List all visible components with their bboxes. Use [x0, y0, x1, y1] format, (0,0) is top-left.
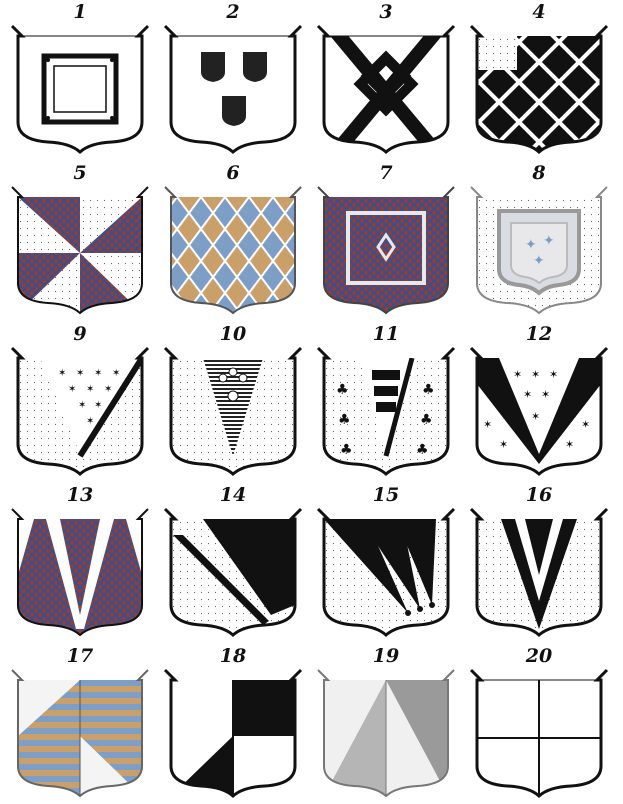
- shield-cell-1: 1: [5, 2, 155, 160]
- shield-pile-lions-icon: ♣ ♣ ♣ ♣ ♣ ♣: [316, 344, 456, 478]
- shield-cell-4: 4: [464, 2, 614, 160]
- shield-number: 19: [311, 646, 461, 666]
- shield-cell-2: 2: [158, 2, 308, 160]
- shield-pile-icon: [163, 344, 303, 478]
- shield-cell-19: 19: [311, 646, 461, 804]
- shield-cell-9: 9 ✶✶✶✶ ✶✶✶ ✶✶ ✶: [5, 324, 155, 482]
- svg-text:✶: ✶: [76, 368, 84, 379]
- svg-text:✶: ✶: [94, 400, 102, 411]
- svg-text:✶: ✶: [78, 400, 86, 411]
- shield-fret-icon: [316, 22, 456, 156]
- svg-text:✶: ✶: [499, 438, 508, 451]
- shield-cell-5: 5: [5, 163, 155, 321]
- svg-text:✶: ✶: [94, 368, 102, 379]
- svg-text:✶: ✶: [565, 438, 574, 451]
- svg-text:♣: ♣: [420, 412, 433, 428]
- shield-pile-voided-icon: [469, 505, 609, 639]
- shield-cell-18: 18: [158, 646, 308, 804]
- shield-cell-7: 7: [311, 163, 461, 321]
- shield-chevronel-icon: [10, 505, 150, 639]
- svg-text:✶: ✶: [68, 384, 76, 395]
- svg-text:✶: ✶: [86, 416, 94, 427]
- shield-orle-lozenge-icon: [316, 183, 456, 317]
- shield-fretty-canton-icon: [469, 22, 609, 156]
- svg-text:✦: ✦: [533, 253, 545, 269]
- shield-number: 8: [464, 163, 614, 183]
- shield-number: 18: [158, 646, 308, 666]
- svg-text:✶: ✶: [581, 418, 590, 431]
- shield-number: 12: [464, 324, 614, 344]
- shield-cell-12: 12 ✶✶✶ ✶✶ ✶ ✶✶✶✶: [464, 324, 614, 482]
- svg-text:♣: ♣: [336, 382, 349, 398]
- shield-number: 13: [5, 485, 155, 505]
- shield-number: 5: [5, 163, 155, 183]
- shield-gyronny-icon: [10, 183, 150, 317]
- shield-cell-16: 16: [464, 485, 614, 643]
- svg-text:✶: ✶: [86, 384, 94, 395]
- shield-number: 16: [464, 485, 614, 505]
- shield-orle-icon: [10, 22, 150, 156]
- shield-cell-17: 17: [5, 646, 155, 804]
- svg-text:♣: ♣: [416, 442, 429, 458]
- shield-cell-15: 15: [311, 485, 461, 643]
- shield-quarterly-icon: [469, 666, 609, 800]
- svg-text:✶: ✶: [483, 418, 492, 431]
- shield-bend-sinister-icon: [163, 505, 303, 639]
- shield-three-escutcheons-icon: [163, 22, 303, 156]
- shield-gyron-ermine-icon: ✶✶✶✶ ✶✶✶ ✶✶ ✶: [10, 344, 150, 478]
- shield-stars-escutcheon-icon: ✦ ✦ ✦: [469, 183, 609, 317]
- svg-text:✶: ✶: [523, 388, 532, 401]
- shield-cell-8: 8 ✦ ✦ ✦: [464, 163, 614, 321]
- svg-text:✶: ✶: [549, 368, 558, 381]
- svg-text:✶: ✶: [531, 410, 540, 423]
- shield-number: 20: [464, 646, 614, 666]
- shield-cell-13: 13: [5, 485, 155, 643]
- shield-number: 4: [464, 2, 614, 22]
- svg-text:✶: ✶: [531, 368, 540, 381]
- shield-number: 6: [158, 163, 308, 183]
- shield-cell-14: 14: [158, 485, 308, 643]
- shield-number: 15: [311, 485, 461, 505]
- svg-text:✦: ✦: [543, 233, 555, 249]
- shield-lozengy-icon: [163, 183, 303, 317]
- shield-number: 10: [158, 324, 308, 344]
- shield-number: 9: [5, 324, 155, 344]
- shield-number: 11: [311, 324, 461, 344]
- shield-number: 7: [311, 163, 461, 183]
- svg-text:♣: ♣: [340, 442, 353, 458]
- shield-cell-10: 10: [158, 324, 308, 482]
- shield-number: 14: [158, 485, 308, 505]
- svg-text:♣: ♣: [338, 412, 351, 428]
- svg-text:✶: ✶: [541, 388, 550, 401]
- shield-number: 2: [158, 2, 308, 22]
- svg-text:✶: ✶: [104, 384, 112, 395]
- shield-barry-per-pale-icon: [10, 666, 150, 800]
- shield-number: 17: [5, 646, 155, 666]
- svg-text:✶: ✶: [513, 368, 522, 381]
- shield-cell-6: 6: [158, 163, 308, 321]
- svg-text:♣: ♣: [422, 382, 435, 398]
- shield-per-bend-sinister-icon: [316, 666, 456, 800]
- shield-number: 3: [311, 2, 461, 22]
- shield-per-pale-bend-icon: [163, 666, 303, 800]
- svg-text:✶: ✶: [112, 368, 120, 379]
- shield-cell-3: 3: [311, 2, 461, 160]
- svg-text:✶: ✶: [58, 368, 66, 379]
- svg-text:✦: ✦: [525, 237, 537, 253]
- shield-number: 1: [5, 2, 155, 22]
- shield-cell-20: 20: [464, 646, 614, 804]
- shield-cell-11: 11 ♣ ♣ ♣ ♣ ♣ ♣: [311, 324, 461, 482]
- shield-three-piles-icon: [316, 505, 456, 639]
- shield-chevron-ermine-icon: ✶✶✶ ✶✶ ✶ ✶✶✶✶: [469, 344, 609, 478]
